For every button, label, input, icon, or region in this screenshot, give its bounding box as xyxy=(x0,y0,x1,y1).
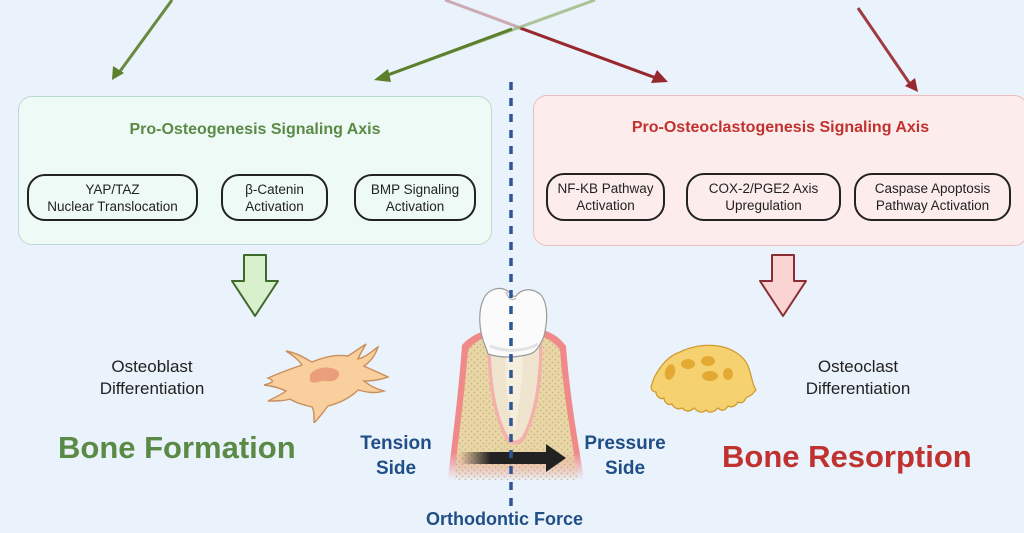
down-arrow-icon-red xyxy=(759,254,807,317)
pill-yap-taz: YAP/TAZ Nuclear Translocation xyxy=(27,174,198,221)
tension-side-label: Tension Side xyxy=(360,433,432,479)
red-arrow-to-caspase xyxy=(856,7,918,92)
pill-beta-catenin: β-Catenin Activation xyxy=(221,174,328,221)
pressure-side-label: Pressure Side xyxy=(584,433,666,479)
orthodontic-force-label: Orthodontic Force xyxy=(426,509,583,529)
pro-osteogenesis-title: Pro-Osteogenesis Signaling Axis xyxy=(129,121,381,138)
pro-osteoclastogenesis-panel: Pro-Osteoclastogenesis Signaling Axis NF… xyxy=(533,95,1024,246)
red-arrow-to-right-panel xyxy=(444,0,668,83)
pro-osteogenesis-panel: Pro-Osteogenesis Signaling Axis YAP/TAZ … xyxy=(18,96,492,245)
osteoclast-differentiation-label: Osteoclast Differentiation xyxy=(805,357,911,398)
bone-formation-label: Bone Formation xyxy=(58,430,296,465)
osteoclast-cell-icon xyxy=(650,344,757,413)
pill-cox2-pge2: COX-2/PGE2 Axis Upregulation xyxy=(686,173,841,221)
tooth-icon xyxy=(448,287,584,480)
pill-bmp-signaling: BMP Signaling Activation xyxy=(354,174,476,221)
center-divider-line xyxy=(509,82,513,512)
osteoblast-cell-icon xyxy=(263,343,390,423)
pill-caspase-apoptosis: Caspase Apoptosis Pathway Activation xyxy=(854,173,1011,221)
green-arrow-to-yap xyxy=(112,0,174,80)
pro-osteoclastogenesis-title: Pro-Osteoclastogenesis Signaling Axis xyxy=(631,119,930,136)
pill-nf-kb: NF-KB Pathway Activation xyxy=(546,173,665,221)
down-arrow-icon-green xyxy=(231,254,279,317)
osteoblast-differentiation-label: Osteoblast Differentiation xyxy=(99,357,205,398)
bone-resorption-label: Bone Resorption xyxy=(722,439,972,474)
green-arrow-to-left-panel xyxy=(374,0,596,82)
